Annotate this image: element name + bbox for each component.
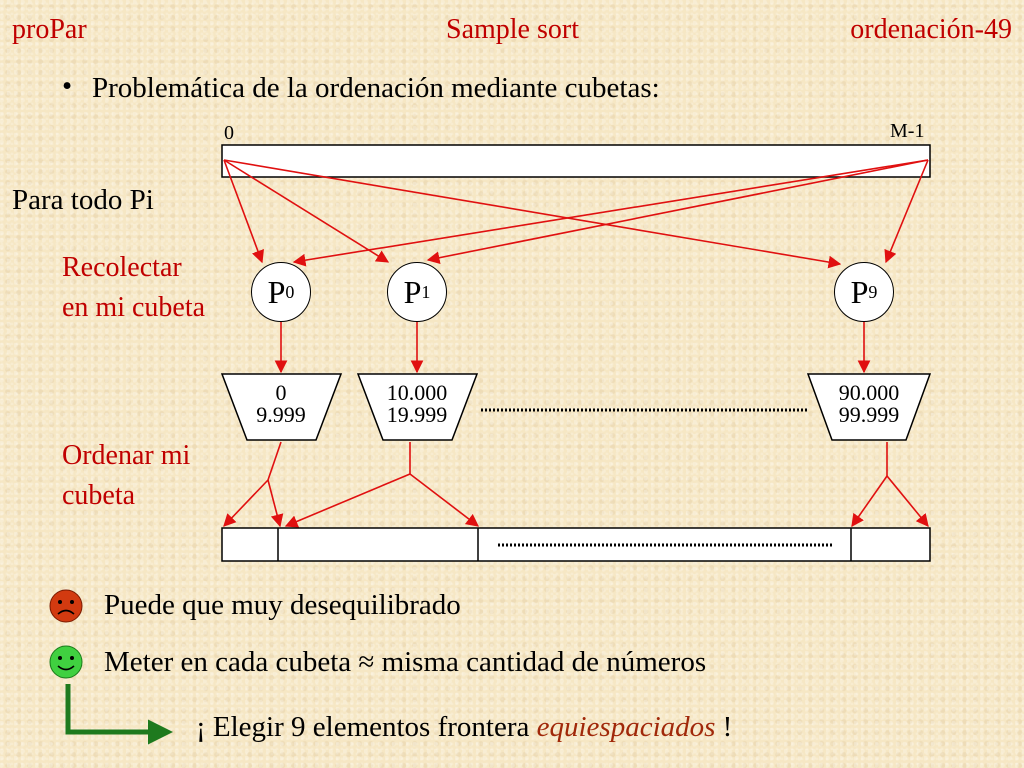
sort-arrows	[223, 441, 929, 528]
array-end-label: M-1	[890, 120, 925, 142]
processor-letter: P	[403, 273, 422, 310]
label-ordenar-line2: cubeta	[62, 480, 136, 511]
distribution-arrows	[223, 159, 929, 269]
bucket-high: 99.999	[838, 402, 900, 427]
bucket-9-range: 90.000 99.999	[809, 382, 929, 426]
bucket-9	[806, 373, 932, 441]
conclusion-suffix: !	[715, 711, 733, 743]
bucket-0-range: 0 9.999	[221, 382, 341, 426]
bucket-1	[356, 373, 479, 441]
label-recolectar-line2: en mi cubeta	[62, 292, 206, 323]
conclusion-emphasis: equiespaciados	[536, 711, 716, 743]
bucket-0	[220, 373, 343, 441]
header-slide-number: ordenación-49	[850, 14, 1012, 45]
header-course: proPar	[12, 14, 87, 45]
label-ordenar-line1: Ordenar mi	[62, 440, 191, 471]
bucket-low: 0	[275, 380, 287, 405]
processor-index: 9	[868, 281, 878, 302]
note-balanced: Meter en cada cubeta ≈ misma cantidad de…	[104, 646, 707, 678]
bullet-point: •	[62, 70, 73, 102]
collect-arrows	[274, 322, 871, 374]
conclusion-prefix: ¡ Elegir 9 elementos frontera	[196, 711, 537, 743]
input-array	[221, 144, 931, 178]
processor-letter: P	[267, 273, 286, 310]
processor-index: 1	[421, 281, 431, 302]
bucket-low: 90.000	[838, 380, 900, 405]
happy-face-icon	[49, 645, 83, 679]
header-title: Sample sort	[446, 14, 579, 45]
sad-face-icon	[49, 589, 83, 623]
label-recolectar-line1: Recolectar	[62, 252, 182, 283]
bucket-high: 9.999	[256, 402, 306, 427]
label-ordenar: Ordenar mi cubeta	[62, 436, 190, 516]
bucket-low: 10.000	[386, 380, 448, 405]
slide-heading: Problemática de la ordenación mediante c…	[92, 72, 660, 104]
processor-index: 0	[285, 281, 295, 302]
array-start-label: 0	[224, 122, 234, 144]
label-recolectar: Recolectar en mi cubeta	[62, 248, 205, 328]
green-arrow-icon	[65, 684, 173, 745]
bucket-1-range: 10.000 19.999	[357, 382, 477, 426]
processor-letter: P	[850, 273, 869, 310]
bucket-high: 19.999	[386, 402, 448, 427]
note-unbalanced: Puede que muy desequilibrado	[104, 589, 461, 621]
label-para-todo: Para todo Pi	[12, 184, 154, 216]
conclusion: ¡ Elegir 9 elementos frontera equiespaci…	[196, 711, 732, 744]
